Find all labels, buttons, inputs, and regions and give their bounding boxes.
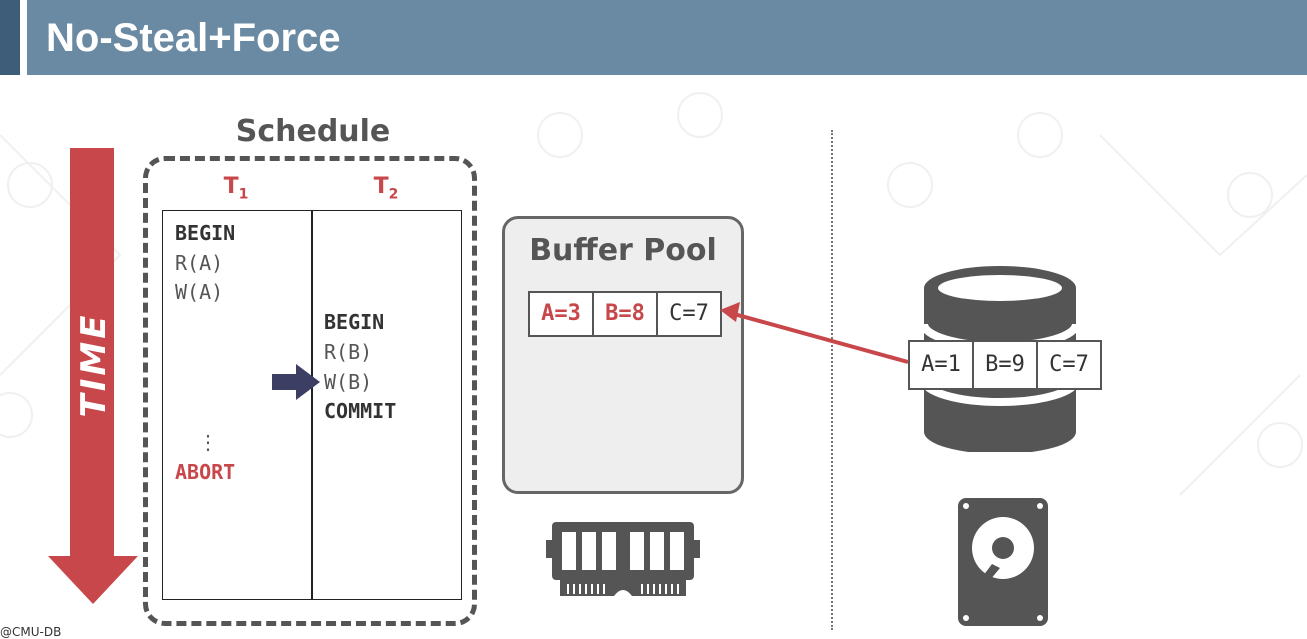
memory-disk-separator — [831, 130, 833, 630]
t2-op-read-b: R(B) — [324, 340, 373, 364]
t1-op-read-a: R(A) — [175, 251, 224, 275]
t2-op-write-b: W(B) — [324, 370, 373, 394]
slide-header: No-Steal+Force — [0, 0, 1307, 75]
txn-header-t2: T2 — [356, 174, 416, 202]
schedule-frame — [143, 156, 477, 626]
buffer-pool-pages: A=3 B=8 C=7 — [528, 291, 722, 337]
txn-subscript: 1 — [238, 186, 249, 203]
t2-op-begin: BEGIN — [324, 310, 385, 334]
schedule-title: Schedule — [235, 114, 391, 149]
slide-title: No-Steal+Force — [46, 16, 341, 60]
disk-page-c: C=7 — [1036, 340, 1102, 390]
buffer-pool — [502, 216, 744, 494]
txn-name: T — [373, 174, 389, 199]
disk-pages: A=1 B=9 C=7 — [908, 340, 1102, 390]
background-pattern — [0, 92, 1307, 496]
t1-op-write-a: W(A) — [175, 280, 224, 304]
t2-op-commit: COMMIT — [324, 399, 397, 423]
buffer-page-c: C=7 — [656, 291, 722, 337]
t1-op-abort: ABORT — [175, 460, 236, 484]
buffer-pool-title: Buffer Pool — [529, 233, 717, 268]
header-accent-bar — [0, 0, 20, 75]
time-label: TIME — [74, 312, 114, 418]
schedule-column-divider — [311, 210, 313, 600]
ram-icon — [546, 522, 700, 596]
txn-subscript: 2 — [388, 186, 399, 203]
buffer-page-b: B=8 — [592, 291, 658, 337]
down-arrow-icon — [48, 148, 138, 604]
disk-page-b: B=9 — [972, 340, 1038, 390]
disk-page-a: A=1 — [908, 340, 974, 390]
buffer-page-a: A=3 — [528, 291, 594, 337]
t1-op-ellipsis: ⋮ — [198, 430, 218, 454]
t1-op-begin: BEGIN — [175, 221, 236, 245]
hard-drive-icon — [958, 498, 1048, 626]
txn-name: T — [223, 174, 239, 199]
txn-header-t1: T1 — [206, 174, 266, 202]
footer-logo-text: @CMU-DB — [0, 625, 62, 639]
right-arrow-icon — [272, 364, 320, 400]
header-bar — [27, 0, 1307, 75]
